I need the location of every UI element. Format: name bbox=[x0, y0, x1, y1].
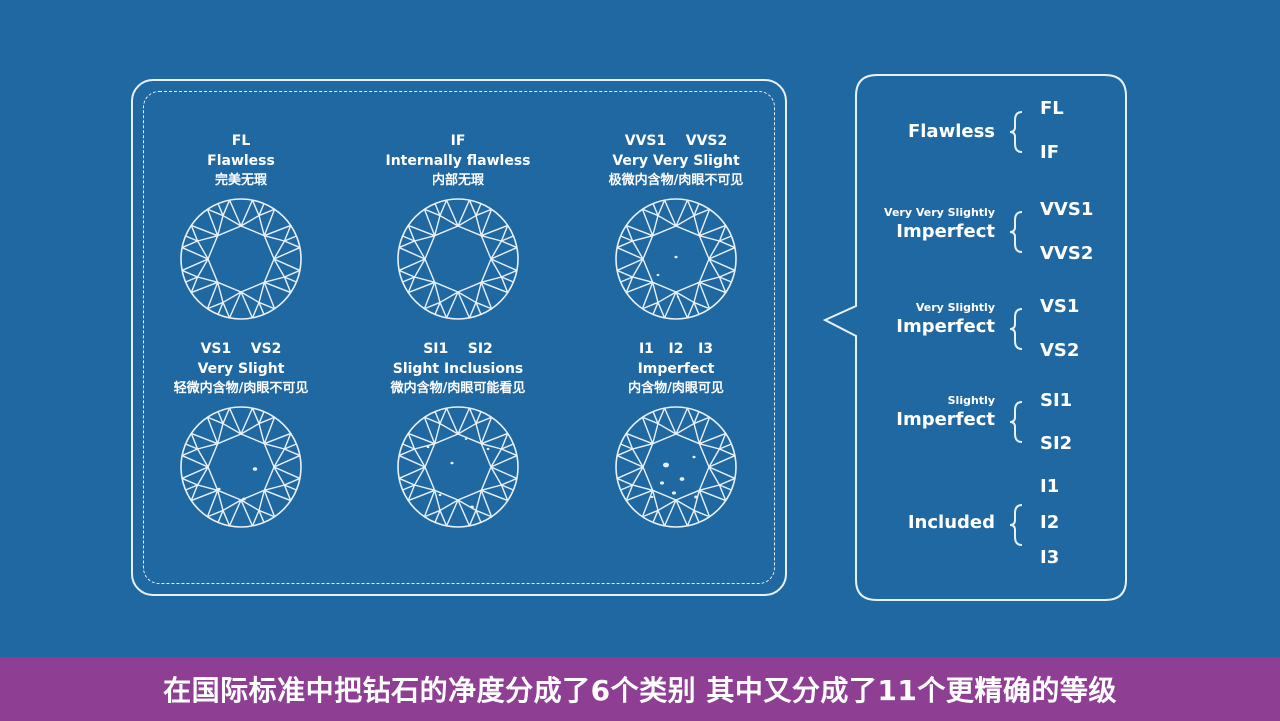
diamond-cell-vvs: VVS1 VVS2 Very Very Slight 极微内含物/肉眼不可见 bbox=[576, 131, 776, 321]
grade-code: SI2 bbox=[1040, 433, 1073, 454]
grade-small-label: Slightly bbox=[947, 394, 995, 407]
diamond-cell-fl: FL Flawless 完美无瑕 bbox=[141, 131, 341, 321]
diamond-chinese-label: 极微内含物/肉眼不可见 bbox=[608, 173, 744, 188]
grade-group-flawless: Flawless FL IF bbox=[855, 96, 1125, 176]
dashed-inner-border bbox=[143, 91, 775, 584]
grade-code: SI1 bbox=[1040, 390, 1073, 411]
caption-text: 在国际标准中把钻石的净度分成了6个类别 其中又分成了11个更精确的等级 bbox=[163, 674, 1117, 707]
caption-bar: 在国际标准中把钻石的净度分成了6个类别 其中又分成了11个更精确的等级 bbox=[0, 657, 1280, 721]
diamond-english-label: Very Very Slight bbox=[612, 153, 740, 169]
grade-label: Flawless bbox=[908, 120, 995, 144]
grade-code: FL bbox=[1040, 98, 1064, 119]
grade-code: VVS1 bbox=[1040, 199, 1094, 220]
grade-small-label: Very Slightly bbox=[915, 301, 995, 314]
brace-icon bbox=[1009, 401, 1023, 443]
diamond-chinese-label: 微内含物/肉眼可能看见 bbox=[390, 381, 526, 396]
grade-big-label: Imperfect bbox=[896, 409, 995, 430]
brace-icon bbox=[1009, 211, 1023, 253]
diamond-english-label: Internally flawless bbox=[385, 153, 531, 169]
grade-label: Slightly Imperfect bbox=[896, 394, 995, 432]
diamond-icon bbox=[180, 406, 302, 528]
diamond-english-label: Slight Inclusions bbox=[392, 361, 524, 377]
grade-legend-bubble bbox=[822, 74, 1127, 601]
diamond-codes: VS1 VS2 bbox=[200, 341, 282, 357]
diamond-icon bbox=[615, 198, 737, 320]
brace-icon bbox=[1009, 308, 1023, 350]
grade-code: VVS2 bbox=[1040, 243, 1094, 264]
diamond-cell-si: SI1 SI2 Slight Inclusions 微内含物/肉眼可能看见 bbox=[358, 339, 558, 529]
grade-big-label: Imperfect bbox=[896, 316, 995, 337]
diamond-cell-if: IF Internally flawless 内部无瑕 bbox=[358, 131, 558, 321]
grade-code: IF bbox=[1040, 142, 1059, 163]
diamond-chinese-label: 内含物/肉眼可见 bbox=[628, 381, 724, 396]
diamond-english-label: Imperfect bbox=[637, 361, 715, 377]
diamond-english-label: Very Slight bbox=[197, 361, 285, 377]
diamond-codes: SI1 SI2 bbox=[423, 341, 493, 357]
diamond-chinese-label: 完美无瑕 bbox=[214, 173, 267, 188]
grade-big-label: Included bbox=[907, 512, 995, 533]
diamond-codes: I1 I2 I3 bbox=[638, 341, 714, 357]
grade-label: Very Slightly Imperfect bbox=[896, 301, 995, 339]
clarity-diagram-panel bbox=[131, 79, 787, 596]
diamond-icon bbox=[615, 406, 737, 528]
diamond-codes: FL bbox=[231, 133, 251, 149]
grade-label: Very Very Slightly Imperfect bbox=[884, 206, 995, 244]
grade-group-vvs: Very Very Slightly Imperfect VVS1 VVS2 bbox=[855, 198, 1125, 278]
grade-label: Included bbox=[908, 511, 995, 535]
grade-group-vs: Very Slightly Imperfect VS1 VS2 bbox=[855, 295, 1125, 375]
grade-small-label: Very Very Slightly bbox=[884, 206, 995, 219]
diamond-icon bbox=[397, 198, 519, 320]
diamond-icon bbox=[397, 406, 519, 528]
grade-code: I1 bbox=[1040, 476, 1060, 497]
grade-group-si: Slightly Imperfect SI1 SI2 bbox=[855, 388, 1125, 468]
diamond-cell-i: I1 I2 I3 Imperfect 内含物/肉眼可见 bbox=[576, 339, 776, 529]
diamond-icon bbox=[180, 198, 302, 320]
diamond-chinese-label: 轻微内含物/肉眼不可见 bbox=[173, 381, 309, 396]
diamond-cell-vs: VS1 VS2 Very Slight 轻微内含物/肉眼不可见 bbox=[141, 339, 341, 529]
grade-code: VS1 bbox=[1040, 296, 1080, 317]
grade-group-included: Included I1 I2 I3 bbox=[855, 475, 1125, 575]
diamond-chinese-label: 内部无瑕 bbox=[431, 173, 484, 188]
brace-icon bbox=[1009, 504, 1023, 546]
grade-big-label: Flawless bbox=[907, 121, 995, 142]
grade-code: VS2 bbox=[1040, 340, 1080, 361]
grade-code: I3 bbox=[1040, 547, 1060, 568]
brace-icon bbox=[1009, 111, 1023, 153]
grade-big-label: Imperfect bbox=[896, 221, 995, 242]
diamond-english-label: Flawless bbox=[207, 153, 275, 169]
diamond-codes: IF bbox=[450, 133, 466, 149]
diamond-codes: VVS1 VVS2 bbox=[624, 133, 728, 149]
grade-code: I2 bbox=[1040, 512, 1060, 533]
